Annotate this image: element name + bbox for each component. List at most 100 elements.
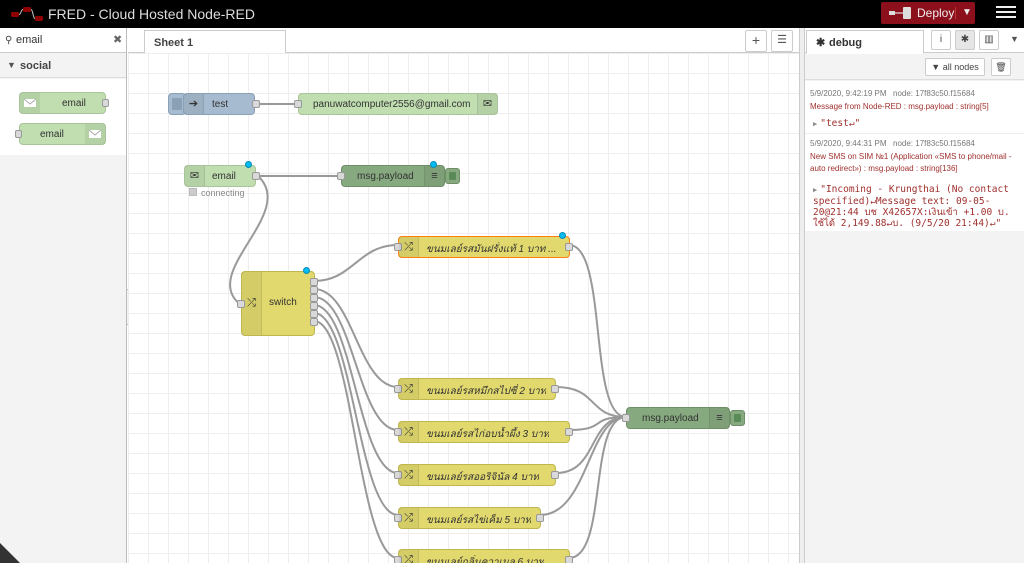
node-debug-1[interactable]: msg.payload ≡ xyxy=(337,161,445,187)
message-node[interactable]: node: 17f83c50.f15684 xyxy=(893,89,975,98)
palette-search-input[interactable]: email xyxy=(16,34,43,46)
list-icon: ≡ xyxy=(709,408,729,428)
output-port[interactable] xyxy=(551,385,559,393)
main-menu-icon[interactable] xyxy=(996,6,1016,22)
node-label: switch xyxy=(269,297,297,308)
output-port[interactable] xyxy=(565,243,573,251)
node-debug-2[interactable]: msg.payload ≡ xyxy=(622,407,730,429)
input-port[interactable] xyxy=(337,172,345,180)
shuffle-icon: ⤮ xyxy=(399,465,419,485)
node-function-6[interactable]: ⤮ ขนมเลย์กลิ่นควาเมล 6 บาท xyxy=(394,549,573,563)
wire xyxy=(313,288,399,388)
app-title: FRED - Cloud Hosted Node-RED xyxy=(48,6,255,22)
sidebar: ✱ debug i ✱ ▥ ▼ ▼ all nodes 🗑 5/9/2020, … xyxy=(805,28,1024,563)
flow-canvas[interactable]: ➔ test panuwatcomputer2556@gmail.com ✉ ✉… xyxy=(128,53,799,563)
tab-label: debug xyxy=(829,37,862,49)
output-port[interactable] xyxy=(310,294,318,302)
output-port[interactable] xyxy=(551,471,559,479)
debug-message[interactable]: 5/9/2020, 9:42:19 PM node: 17f83c50.f156… xyxy=(805,81,1024,134)
palette-node-email-in[interactable]: email xyxy=(19,92,109,114)
input-port[interactable] xyxy=(394,514,402,522)
output-port[interactable] xyxy=(565,556,573,563)
node-function-5[interactable]: ⤮ ขนมเลย์รสไข่เค็ม 5 บาท xyxy=(394,507,544,529)
expand-icon: ▶ xyxy=(813,186,818,194)
add-flow-button[interactable]: + xyxy=(745,30,767,52)
input-port[interactable] xyxy=(394,385,402,393)
clear-log-button[interactable]: 🗑 xyxy=(991,58,1011,76)
node-label: email xyxy=(212,171,236,182)
shuffle-icon: ⤮ xyxy=(399,508,419,528)
tab-label: Sheet 1 xyxy=(154,37,194,49)
debug-toggle-button[interactable] xyxy=(445,168,460,184)
corner-decoration xyxy=(0,543,20,563)
filter-button[interactable]: ▼ all nodes xyxy=(925,58,985,76)
input-port[interactable] xyxy=(237,300,245,308)
palette-node-email-out[interactable]: email xyxy=(15,123,106,145)
tab-sheet-1[interactable]: Sheet 1 xyxy=(144,30,286,54)
output-port[interactable] xyxy=(310,278,318,286)
deploy-dropdown-icon[interactable]: ▼ xyxy=(955,7,972,19)
shuffle-icon: ⤮ xyxy=(399,550,419,563)
input-port[interactable] xyxy=(394,471,402,479)
output-port[interactable] xyxy=(310,310,318,318)
node-function-1[interactable]: ⤮ ขนมเลย์รสมันฝรั่งแท้ 1 บาท ... xyxy=(394,232,573,258)
message-value[interactable]: ▶"Incoming - Krungthai (No contact speci… xyxy=(813,184,1010,229)
input-port[interactable] xyxy=(622,414,630,422)
filter-label: all nodes xyxy=(942,62,979,72)
node-label: ขนมเลย์รสไก่อบน้ำผึ้ง 3 บาท xyxy=(426,429,550,440)
node-email-out[interactable]: panuwatcomputer2556@gmail.com ✉ xyxy=(294,93,498,115)
output-port[interactable] xyxy=(252,100,260,108)
node-function-4[interactable]: ⤮ ขนมเลย์รสออริจินัล 4 บาท xyxy=(394,464,559,486)
message-value[interactable]: ▶"test↵" xyxy=(813,118,861,129)
chevron-down-icon[interactable]: ▼ xyxy=(1010,34,1019,44)
filter-icon: ▼ xyxy=(931,62,941,72)
message-time: 5/9/2020, 9:44:31 PM xyxy=(810,139,887,148)
input-port[interactable] xyxy=(394,428,402,436)
envelope-icon xyxy=(20,93,40,113)
palette-category-label: social xyxy=(20,60,52,72)
dashboard-tab-button[interactable]: ▥ xyxy=(979,30,999,50)
input-port[interactable] xyxy=(394,243,402,251)
wire xyxy=(313,320,399,559)
wire xyxy=(313,304,399,474)
node-red-logo-icon xyxy=(11,7,43,21)
palette-category-social[interactable]: ▼ social xyxy=(0,54,126,78)
output-port[interactable] xyxy=(310,302,318,310)
node-label: ขนมเลย์กลิ่นควาเมล 6 บาท xyxy=(426,557,545,563)
deploy-button[interactable]: Deploy ▼ xyxy=(881,2,975,24)
trash-icon: 🗑 xyxy=(995,62,1007,72)
chevron-down-icon: ▼ xyxy=(7,60,16,70)
clear-search-icon[interactable]: ✖ xyxy=(113,34,123,46)
list-flows-button[interactable]: ☰ xyxy=(771,30,793,52)
sidebar-resize-handle[interactable] xyxy=(799,28,805,563)
output-port[interactable] xyxy=(536,514,544,522)
tab-debug[interactable]: ✱ debug xyxy=(806,30,924,54)
output-port[interactable] xyxy=(310,286,318,294)
input-port[interactable] xyxy=(294,100,302,108)
node-email-in[interactable]: ✉ email xyxy=(184,161,260,187)
debug-tab-button[interactable]: ✱ xyxy=(955,30,975,50)
debug-toggle-button[interactable] xyxy=(730,410,745,426)
debug-message[interactable]: 5/9/2020, 9:44:31 PM node: 17f83c50.f156… xyxy=(805,134,1024,231)
node-label: msg.payload xyxy=(642,413,699,424)
node-label: msg.payload xyxy=(357,171,414,182)
message-topic: Message from Node-RED : msg.payload : st… xyxy=(810,102,989,111)
node-inject-test[interactable]: ➔ test xyxy=(183,93,260,115)
node-label: ขนมเลย์รสออริจินัล 4 บาท xyxy=(426,472,540,483)
node-function-3[interactable]: ⤮ ขนมเลย์รสไก่อบน้ำผึ้ง 3 บาท xyxy=(394,421,573,443)
input-port[interactable] xyxy=(394,556,402,563)
expand-icon: ▶ xyxy=(813,120,818,128)
output-port[interactable] xyxy=(252,172,260,180)
changed-indicator xyxy=(303,267,310,274)
output-port[interactable] xyxy=(310,318,318,326)
palette-category-body: email email xyxy=(0,79,126,155)
palette-search[interactable]: ⚲ email ✖ xyxy=(0,28,126,53)
node-function-2[interactable]: ⤮ ขนมเลย์รสหมึกสไปซี่ 2 บาท xyxy=(394,378,559,400)
shuffle-icon: ⤮ xyxy=(399,422,419,442)
message-node[interactable]: node: 17f83c50.f15684 xyxy=(893,139,975,148)
output-port[interactable] xyxy=(565,428,573,436)
node-switch[interactable]: ⤮ switch xyxy=(237,267,318,336)
info-tab-button[interactable]: i xyxy=(931,30,951,50)
changed-indicator xyxy=(430,161,437,168)
wire xyxy=(313,244,399,282)
